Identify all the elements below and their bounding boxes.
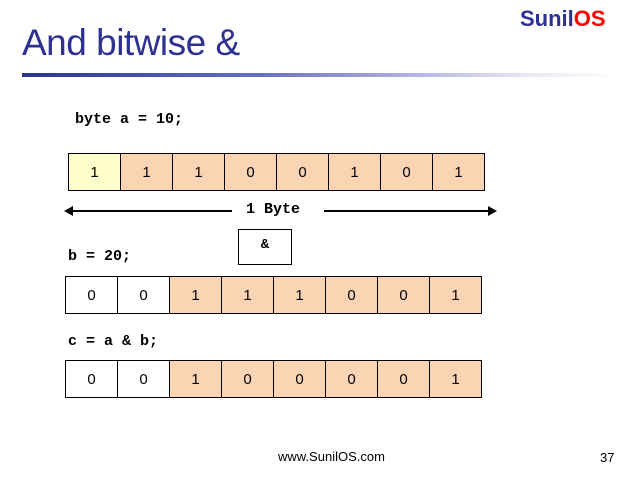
arrow-right-icon bbox=[488, 206, 497, 216]
byte-row-a: 1 1 1 0 0 1 0 1 bbox=[68, 153, 485, 191]
bit-cell: 0 bbox=[117, 360, 170, 398]
byte-label: 1 Byte bbox=[246, 201, 301, 218]
bit-cell: 0 bbox=[273, 360, 326, 398]
page-number: 37 bbox=[600, 450, 615, 465]
bit-cell: 0 bbox=[325, 276, 378, 314]
bit-cell: 1 bbox=[68, 153, 121, 191]
bit-cell: 1 bbox=[432, 153, 485, 191]
bit-cell: 1 bbox=[169, 276, 222, 314]
bit-cell: 1 bbox=[429, 360, 482, 398]
code-line-b: b = 20; bbox=[68, 248, 132, 265]
logo-text-sunil: Sunil bbox=[520, 6, 574, 31]
bit-cell: 0 bbox=[65, 360, 118, 398]
byte-span-line-right bbox=[324, 210, 490, 212]
bit-cell: 0 bbox=[377, 360, 430, 398]
bit-cell: 1 bbox=[169, 360, 222, 398]
bit-cell: 0 bbox=[221, 360, 274, 398]
title-divider bbox=[22, 73, 618, 77]
sunilos-logo: SunilOS bbox=[520, 6, 606, 32]
bit-cell: 0 bbox=[224, 153, 277, 191]
code-line-c: c = a & b; bbox=[68, 333, 159, 350]
bit-cell: 0 bbox=[117, 276, 170, 314]
bit-cell: 1 bbox=[273, 276, 326, 314]
bit-cell: 1 bbox=[172, 153, 225, 191]
byte-span-line-left bbox=[72, 210, 232, 212]
bit-cell: 0 bbox=[276, 153, 329, 191]
bit-cell: 1 bbox=[120, 153, 173, 191]
byte-row-c: 0 0 1 0 0 0 0 1 bbox=[65, 360, 482, 398]
footer-url: www.SunilOS.com bbox=[278, 449, 385, 464]
logo-text-os: OS bbox=[573, 6, 606, 31]
code-line-a: byte a = 10; bbox=[75, 111, 184, 128]
arrow-left-icon bbox=[64, 206, 73, 216]
and-operator-box: & bbox=[238, 229, 292, 265]
slide-title: And bitwise & bbox=[22, 22, 240, 63]
bit-cell: 0 bbox=[380, 153, 433, 191]
bit-cell: 1 bbox=[221, 276, 274, 314]
bit-cell: 0 bbox=[377, 276, 430, 314]
bit-cell: 0 bbox=[325, 360, 378, 398]
byte-row-b: 0 0 1 1 1 0 0 1 bbox=[65, 276, 482, 314]
bit-cell: 0 bbox=[65, 276, 118, 314]
bit-cell: 1 bbox=[328, 153, 381, 191]
bit-cell: 1 bbox=[429, 276, 482, 314]
